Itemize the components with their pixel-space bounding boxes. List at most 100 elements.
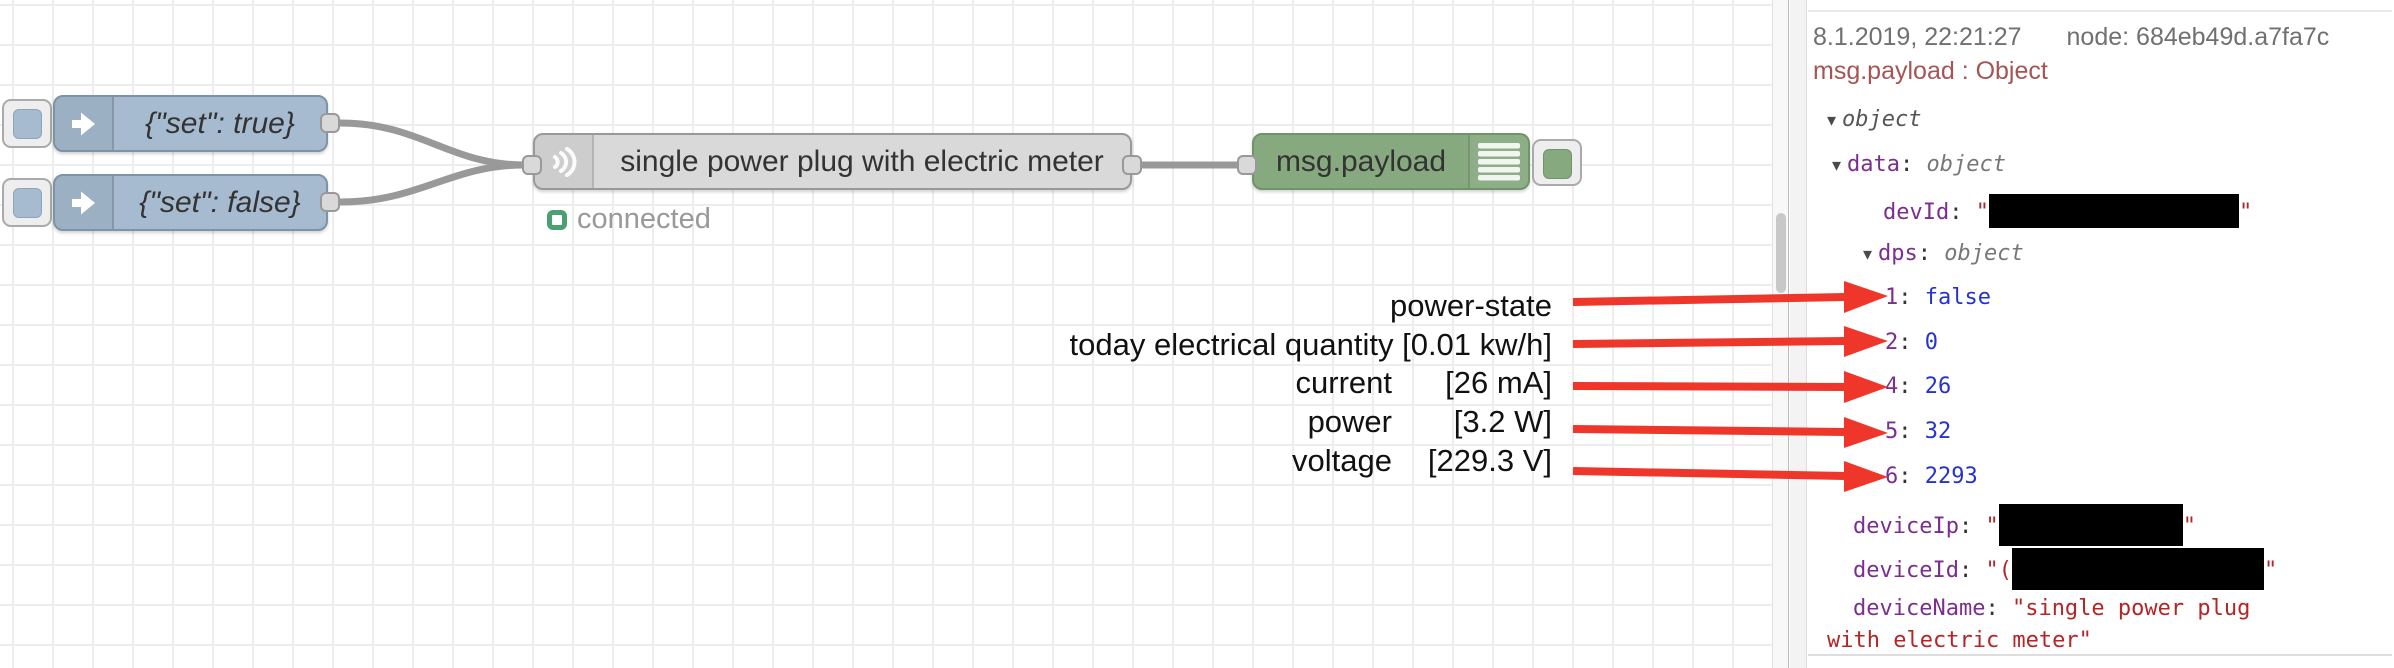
- quote: ": [2263, 558, 2278, 583]
- inject-arrow-icon: [71, 112, 95, 135]
- inject-false-output-port[interactable]: [320, 192, 340, 212]
- collapse-triangle-icon[interactable]: ▾: [1832, 155, 1842, 176]
- key-label: 2: [1885, 330, 1899, 355]
- collapse-triangle-icon[interactable]: ▾: [1863, 244, 1873, 265]
- quote: ": [2238, 200, 2253, 225]
- debug-message-topic: msg.payload : Object: [1813, 57, 2048, 85]
- value: "single power plug with electric meter": [1827, 596, 2251, 653]
- debug-row-dps-4: 4: 26: [1885, 373, 1951, 401]
- annotation-row: current [26 mA]: [1070, 364, 1552, 403]
- node-label: single power plug with electric meter: [620, 144, 1104, 178]
- device-output-port[interactable]: [1122, 155, 1142, 175]
- scrollbar-thumb[interactable]: [1776, 213, 1786, 293]
- inject-node-set-false[interactable]: {"set": false}: [53, 174, 328, 231]
- key-label: 5: [1885, 419, 1899, 444]
- quote: ": [1985, 514, 1999, 539]
- key-label: 4: [1885, 374, 1899, 399]
- inject-button-true[interactable]: [2, 99, 52, 148]
- status-label: connected: [577, 203, 711, 235]
- value-prefix: "(: [1985, 558, 2012, 583]
- node-label: msg.payload: [1275, 144, 1447, 178]
- value: 32: [1924, 419, 1952, 444]
- inject-icon-area: [55, 176, 114, 229]
- key-label: deviceIp: [1853, 514, 1959, 539]
- debug-row-dps-2: 2: 0: [1885, 329, 1938, 357]
- key-label: deviceName: [1853, 596, 1986, 621]
- key-label: deviceId: [1853, 558, 1959, 583]
- redacted-value: [1988, 194, 2239, 228]
- value: 26: [1924, 374, 1952, 399]
- annotation-value: [26 mA]: [1445, 365, 1552, 401]
- debug-toggle-button[interactable]: [1532, 139, 1582, 186]
- inject-arrow-icon: [71, 191, 95, 214]
- inject-node-set-true[interactable]: {"set": true}: [53, 95, 328, 152]
- quote: ": [1975, 200, 1989, 225]
- debug-row-dps-5: 5: 32: [1885, 418, 1951, 446]
- debug-input-port[interactable]: [1237, 155, 1257, 175]
- object-type-label: object: [1842, 107, 1922, 132]
- value: 2293: [1924, 464, 1978, 489]
- inject-button-false[interactable]: [2, 178, 52, 227]
- debug-row-dps-6: 6: 2293: [1885, 463, 1978, 491]
- redacted-value: [1998, 504, 2183, 546]
- colon: :: [1958, 514, 1986, 539]
- colon: :: [1898, 374, 1925, 399]
- wireless-signal-icon: [552, 146, 577, 177]
- debug-toggle-fill: [1543, 149, 1572, 179]
- key-label: data: [1847, 152, 1901, 177]
- colon: :: [1917, 241, 1945, 266]
- inject-true-output-port[interactable]: [320, 113, 340, 133]
- annotation-value: [229.3 V]: [1427, 442, 1552, 478]
- value: 0: [1924, 330, 1938, 355]
- status-connected-icon: [547, 209, 567, 230]
- debug-row-devicename: deviceName: "single power plug with elec…: [1827, 593, 2287, 657]
- annotation-value: [3.2 W]: [1453, 404, 1552, 440]
- annotation-row: power [3.2 W]: [1070, 403, 1552, 442]
- device-icon-area: [535, 135, 594, 188]
- object-type-label: object: [1926, 152, 2007, 177]
- device-status: connected: [547, 203, 711, 236]
- debug-row-deviceid: deviceId: "( ": [1853, 548, 2278, 592]
- node-label: {"set": false}: [139, 185, 301, 219]
- colon: :: [1900, 152, 1927, 177]
- debug-node-id: node: 684eb49d.a7fa7c: [2066, 23, 2330, 51]
- debug-message-meta: 8.1.2019, 22:21:27 node: 684eb49d.a7fa7c: [1813, 23, 2329, 51]
- object-type-label: object: [1944, 241, 2024, 266]
- colon: :: [1898, 419, 1925, 444]
- colon: :: [1985, 596, 2012, 621]
- value: false: [1924, 285, 1991, 310]
- annotation-label: power-state: [1390, 288, 1552, 323]
- colon: :: [1898, 285, 1925, 310]
- colon: :: [1898, 464, 1925, 489]
- inject-button-false-fill: [13, 188, 42, 218]
- annotation-labels: power-state today electrical quantity [0…: [1070, 287, 1552, 481]
- inject-icon-area: [55, 97, 114, 150]
- debug-row-dps: ▾dps: object: [1863, 240, 2024, 269]
- annotation-label: current: [1295, 365, 1392, 401]
- key-label: 6: [1885, 464, 1899, 489]
- annotation-label: power: [1307, 404, 1392, 440]
- canvas-vertical-scrollbar[interactable]: [1772, 0, 1789, 668]
- annotation-row: today electrical quantity [0.01 kw/h]: [1070, 326, 1552, 365]
- collapse-triangle-icon[interactable]: ▾: [1827, 110, 1837, 131]
- device-node-power-plug[interactable]: single power plug with electric meter: [533, 133, 1132, 190]
- key-label: devId: [1883, 200, 1950, 225]
- debug-row-deviceip: deviceIp: "": [1853, 504, 2196, 548]
- colon: :: [1898, 330, 1925, 355]
- debug-icon-area: [1468, 135, 1528, 188]
- annotation-label: voltage: [1292, 442, 1392, 478]
- sidebar-separator[interactable]: [1790, 0, 1807, 668]
- colon: :: [1958, 558, 1986, 583]
- redacted-value: [2011, 548, 2264, 590]
- debug-lines-icon: [1478, 142, 1520, 180]
- device-input-port[interactable]: [522, 155, 542, 175]
- debug-row-devid: devId: " ": [1883, 194, 2253, 230]
- debug-row-dps-1: 1: false: [1885, 284, 1991, 312]
- debug-node-msg-payload[interactable]: msg.payload: [1252, 133, 1530, 190]
- debug-timestamp: 8.1.2019, 22:21:27: [1813, 23, 2022, 51]
- colon: :: [1949, 200, 1976, 225]
- debug-row-object: ▾object: [1827, 106, 1922, 135]
